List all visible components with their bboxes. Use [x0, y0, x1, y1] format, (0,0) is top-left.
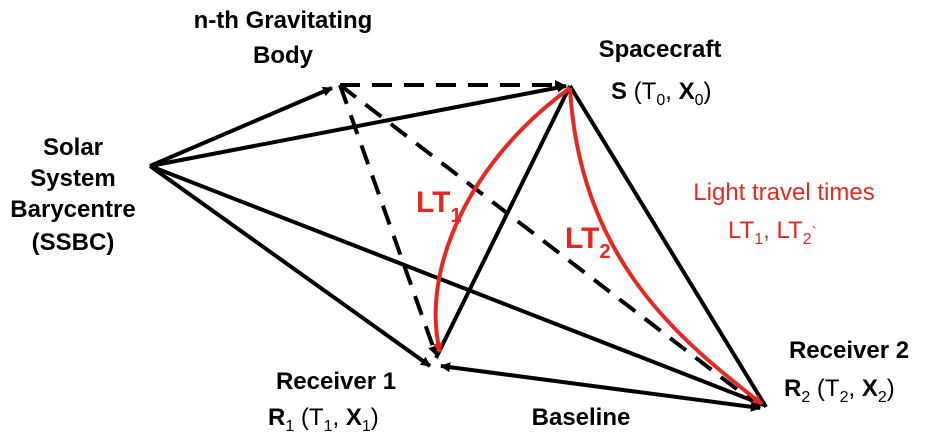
- legend-line1: Light travel times: [693, 179, 874, 206]
- gravitating-body-label: n-th Gravitating Body: [194, 7, 373, 69]
- light-path-lt2: [568, 87, 764, 406]
- vector-ssbc-to-receiver1: [148, 164, 432, 368]
- receiver2-position: R2 (T2, X2): [784, 375, 895, 406]
- light-travel-paths: [433, 86, 764, 406]
- receiver1-position: R1 (T1, X1): [268, 404, 379, 435]
- gravitating-body-line1: n-th Gravitating: [194, 7, 373, 34]
- spacecraft-title: Spacecraft: [599, 36, 722, 63]
- legend-line2: LT1, LT2`: [728, 217, 817, 248]
- vector-body-to-receiver2: [338, 83, 762, 409]
- baseline-arrow: [440, 362, 761, 412]
- ssbc-line3: Barycentre: [10, 196, 135, 223]
- receiver2-title: Receiver 2: [789, 337, 909, 364]
- light-travel-legend: Light travel times LT1, LT2`: [693, 179, 874, 248]
- vector-ssbc-to-spacecraft: [149, 82, 567, 168]
- light-path-lt1: [433, 86, 572, 353]
- line-spacecraft-receiver1: [434, 85, 572, 359]
- line-spacecraft-receiver2: [568, 84, 768, 409]
- ssbc-label: Solar System Barycentre (SSBC): [10, 134, 135, 256]
- spacecraft-position: S (T0, X0): [611, 78, 712, 109]
- vector-body-to-receiver1: [338, 84, 438, 356]
- receiver1-label: Receiver 1 R1 (T1, X1): [268, 368, 396, 435]
- spacecraft-label: Spacecraft S (T0, X0): [599, 36, 722, 109]
- vector-ssbc-to-body: [149, 86, 333, 168]
- gravitating-body-line2: Body: [253, 42, 314, 69]
- ssbc-line4: (SSBC): [32, 229, 115, 256]
- baseline-label: Baseline: [532, 404, 631, 431]
- receiver2-label: Receiver 2 R2 (T2, X2): [784, 337, 909, 406]
- body-vectors: [338, 80, 762, 409]
- lt2-label: LT2: [565, 222, 611, 263]
- ssbc-line1: Solar: [43, 134, 103, 161]
- ssbc-line2: System: [30, 165, 115, 192]
- ssbc-vectors: [148, 82, 765, 407]
- lt1-label: LT1: [416, 186, 462, 227]
- receiver1-title: Receiver 1: [276, 368, 396, 395]
- spacecraft-receiver-lines: [434, 84, 768, 409]
